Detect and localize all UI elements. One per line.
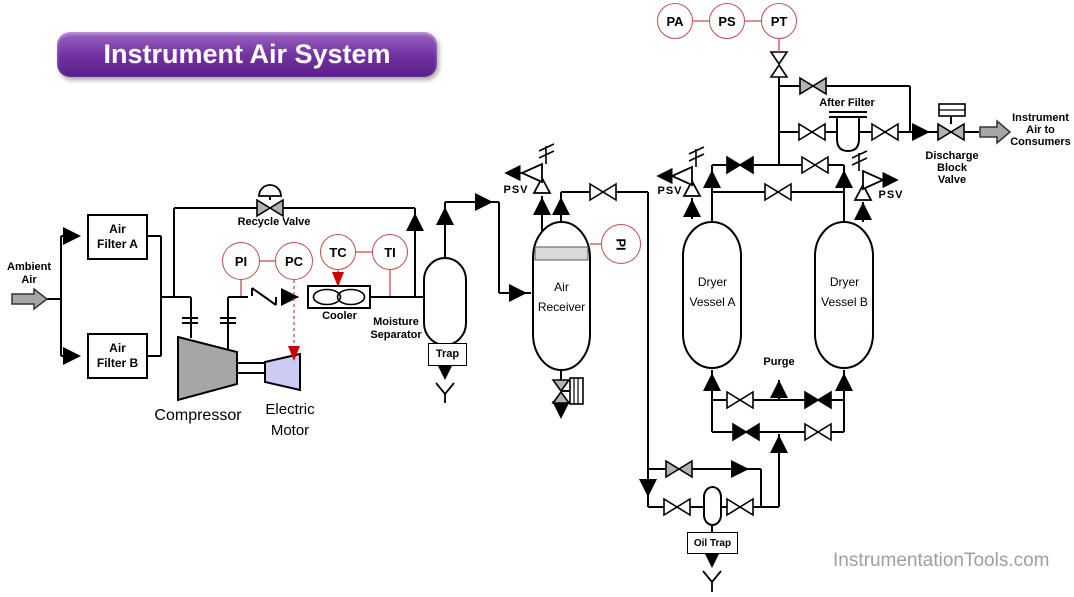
receiver-demister-band [534,246,589,261]
pi-compressor-bubble: PI [222,242,260,280]
dryer-a-psv-symbol [656,146,705,197]
control-action-arrows [288,272,344,361]
flow-arrows [61,123,930,568]
air-receiver-label: Air Receiver [537,280,586,314]
oil-trap-outlet-valve [726,497,754,517]
receiver-psv-symbol [504,143,555,194]
after-filter-outlet-valve [871,122,899,142]
trap-box: Trap [428,343,467,366]
pc-bubble: PC [275,242,313,280]
dryer-a-purge-valve [726,390,754,410]
dryer-b-outlet-valve [801,155,829,175]
pt-root-valve [769,51,789,78]
pc-tag: PC [284,253,304,269]
air-filter-b-box: Air Filter B [87,333,148,379]
oil-trap-vessel [703,486,722,526]
dryer-b-purge-valve [804,390,832,410]
check-valve [251,287,277,306]
air-receiver-vessel [532,221,591,371]
ti-tag: TI [384,244,396,260]
receiver-drain-valve [551,379,571,404]
recycle-valve-symbol [256,184,284,218]
psv-label-dryer-b: PSV [878,189,904,201]
oil-trap-inlet-valve [663,497,691,517]
compressor-label: Compressor [154,407,242,424]
moisture-separator-label: Moisture Separator [370,316,422,341]
instrument-air-consumers-label: Instrument Air to Consumers [1010,112,1071,148]
ambient-air-arrow [11,287,49,311]
drain-silencer [569,377,584,405]
dryer-b-inlet-valve [804,422,832,442]
instrument-signal-lines [240,20,780,345]
cooler-symbol [307,285,371,309]
discharge-block-valve-label: Discharge Block Valve [925,150,979,186]
cooler-label: Cooler [322,310,357,322]
after-filter-symbol [829,111,867,153]
pa-tag: PA [666,13,684,29]
pt-bubble: PT [761,3,797,39]
ps-bubble: PS [709,3,745,39]
consumers-arrow [979,119,1012,145]
psv-label-receiver: PSV [503,184,529,196]
air-filter-a-box: Air Filter A [87,214,148,260]
electric-motor-label: Electric Motor [265,401,315,439]
dryer-vessel-b-shape [814,221,874,369]
recycle-valve-label: Recycle Valve [237,216,311,228]
pt-tag: PT [770,13,788,29]
purge-label: Purge [763,356,795,368]
equalization-valve [764,182,792,202]
dryer-vessel-b-label: Dryer Vessel B [821,275,868,309]
dryer-b-psv-symbol [851,150,899,201]
after-filter-inlet-valve [798,122,826,142]
after-filter-label: After Filter [819,97,875,109]
shaft-coupling [237,362,265,374]
electric-motor-symbol [264,352,301,392]
watermark: InstrumentationTools.com [833,550,1050,571]
pi-compressor-tag: PI [234,253,248,269]
flange-symbols [182,317,236,324]
ti-bubble: TI [372,234,408,270]
title-banner: Instrument Air System [57,32,437,77]
psv-label-dryer-a: PSV [657,185,683,197]
ambient-air-label: Ambient Air [7,261,51,286]
oil-trap-bypass-valve [665,459,693,479]
dryer-a-inlet-valve [732,422,760,442]
tc-bubble: TC [320,234,356,270]
oil-trap-box: Oil Trap [687,532,738,554]
pa-bubble: PA [657,3,693,39]
discharge-block-valve-symbol [937,103,966,142]
tc-tag: TC [329,244,347,260]
dryer-vessel-a-shape [682,221,742,369]
ps-tag: PS [718,13,736,29]
after-filter-bypass-valve [799,76,827,96]
dryer-a-outlet-valve [726,155,754,175]
pi-receiver-bubble: PI [601,224,641,264]
pi-receiver-tag: PI [613,237,629,251]
compressor-symbol [177,335,238,402]
receiver-outlet-valve [589,182,617,202]
dryer-vessel-a-label: Dryer Vessel A [689,275,736,309]
